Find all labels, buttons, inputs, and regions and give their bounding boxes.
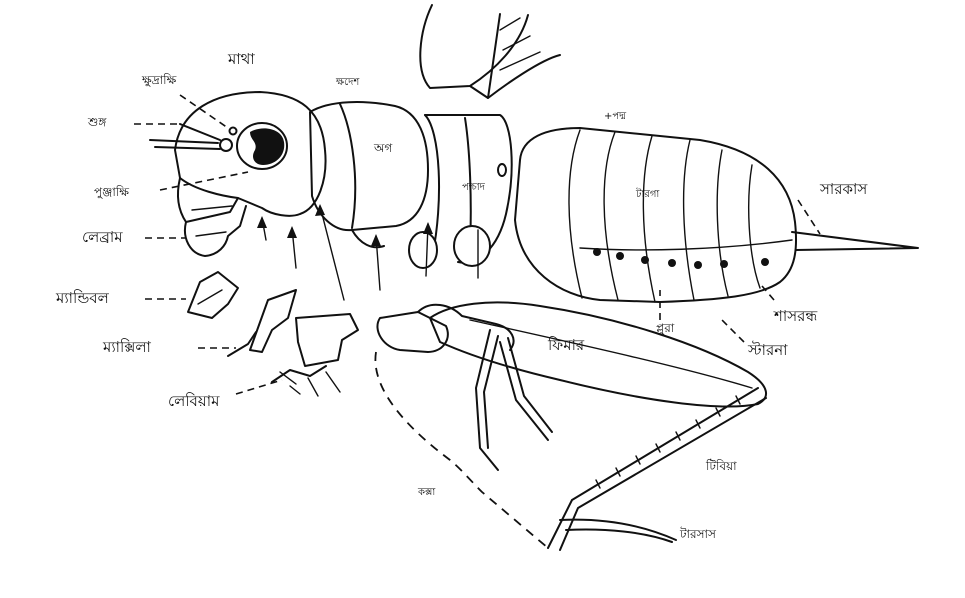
wing [420, 5, 560, 98]
labium-shape [272, 314, 358, 396]
ovipositor [792, 232, 918, 250]
label-thorax: ক্ষদেশ [336, 78, 359, 88]
label-mandible: ম্যান্ডিবল [56, 291, 109, 306]
label-labrum: লেব্রাম [82, 230, 123, 245]
label-tergum: টারগা [636, 190, 659, 200]
label-labium: লেবিয়াম [168, 394, 219, 409]
label-cercus: সারকাস [820, 182, 867, 197]
label-pleura: প্লুরা [656, 322, 674, 334]
label-antenna: শুঙ্গ [88, 116, 106, 128]
label-femur: ফিমার [548, 338, 584, 353]
ocellus [220, 128, 237, 152]
dashed-guide [375, 352, 548, 548]
hind-leg [430, 302, 766, 550]
label-compound-eye: পুঞ্জাক্ষি [94, 186, 129, 198]
prothorax [310, 102, 428, 247]
label-maxilla: ম্যাক্সিলা [103, 340, 151, 355]
label-sternum: স্টারনা [748, 343, 788, 358]
front-legs [377, 305, 552, 470]
maxilla-shape [228, 290, 296, 356]
label-tarsus: টারসাস [680, 528, 716, 540]
label-ocellus: ক্ষুদ্রাক্ষি [142, 74, 176, 86]
head [175, 92, 326, 256]
label-spiracle: শাসরন্ধ [774, 309, 817, 324]
abdomen [515, 128, 796, 302]
label-head: মাথা [228, 52, 255, 67]
antenna [150, 124, 220, 149]
label-metathorax: পশ্চাদ [462, 183, 485, 193]
label-coxa: কক্সা [418, 488, 435, 498]
label-tibia: টিবিয়া [706, 460, 737, 472]
mandible-shape [188, 272, 238, 318]
label-wing: +পদ্ম [604, 112, 626, 122]
compound-eye [237, 123, 287, 169]
label-prothorax: অগ [374, 142, 392, 154]
